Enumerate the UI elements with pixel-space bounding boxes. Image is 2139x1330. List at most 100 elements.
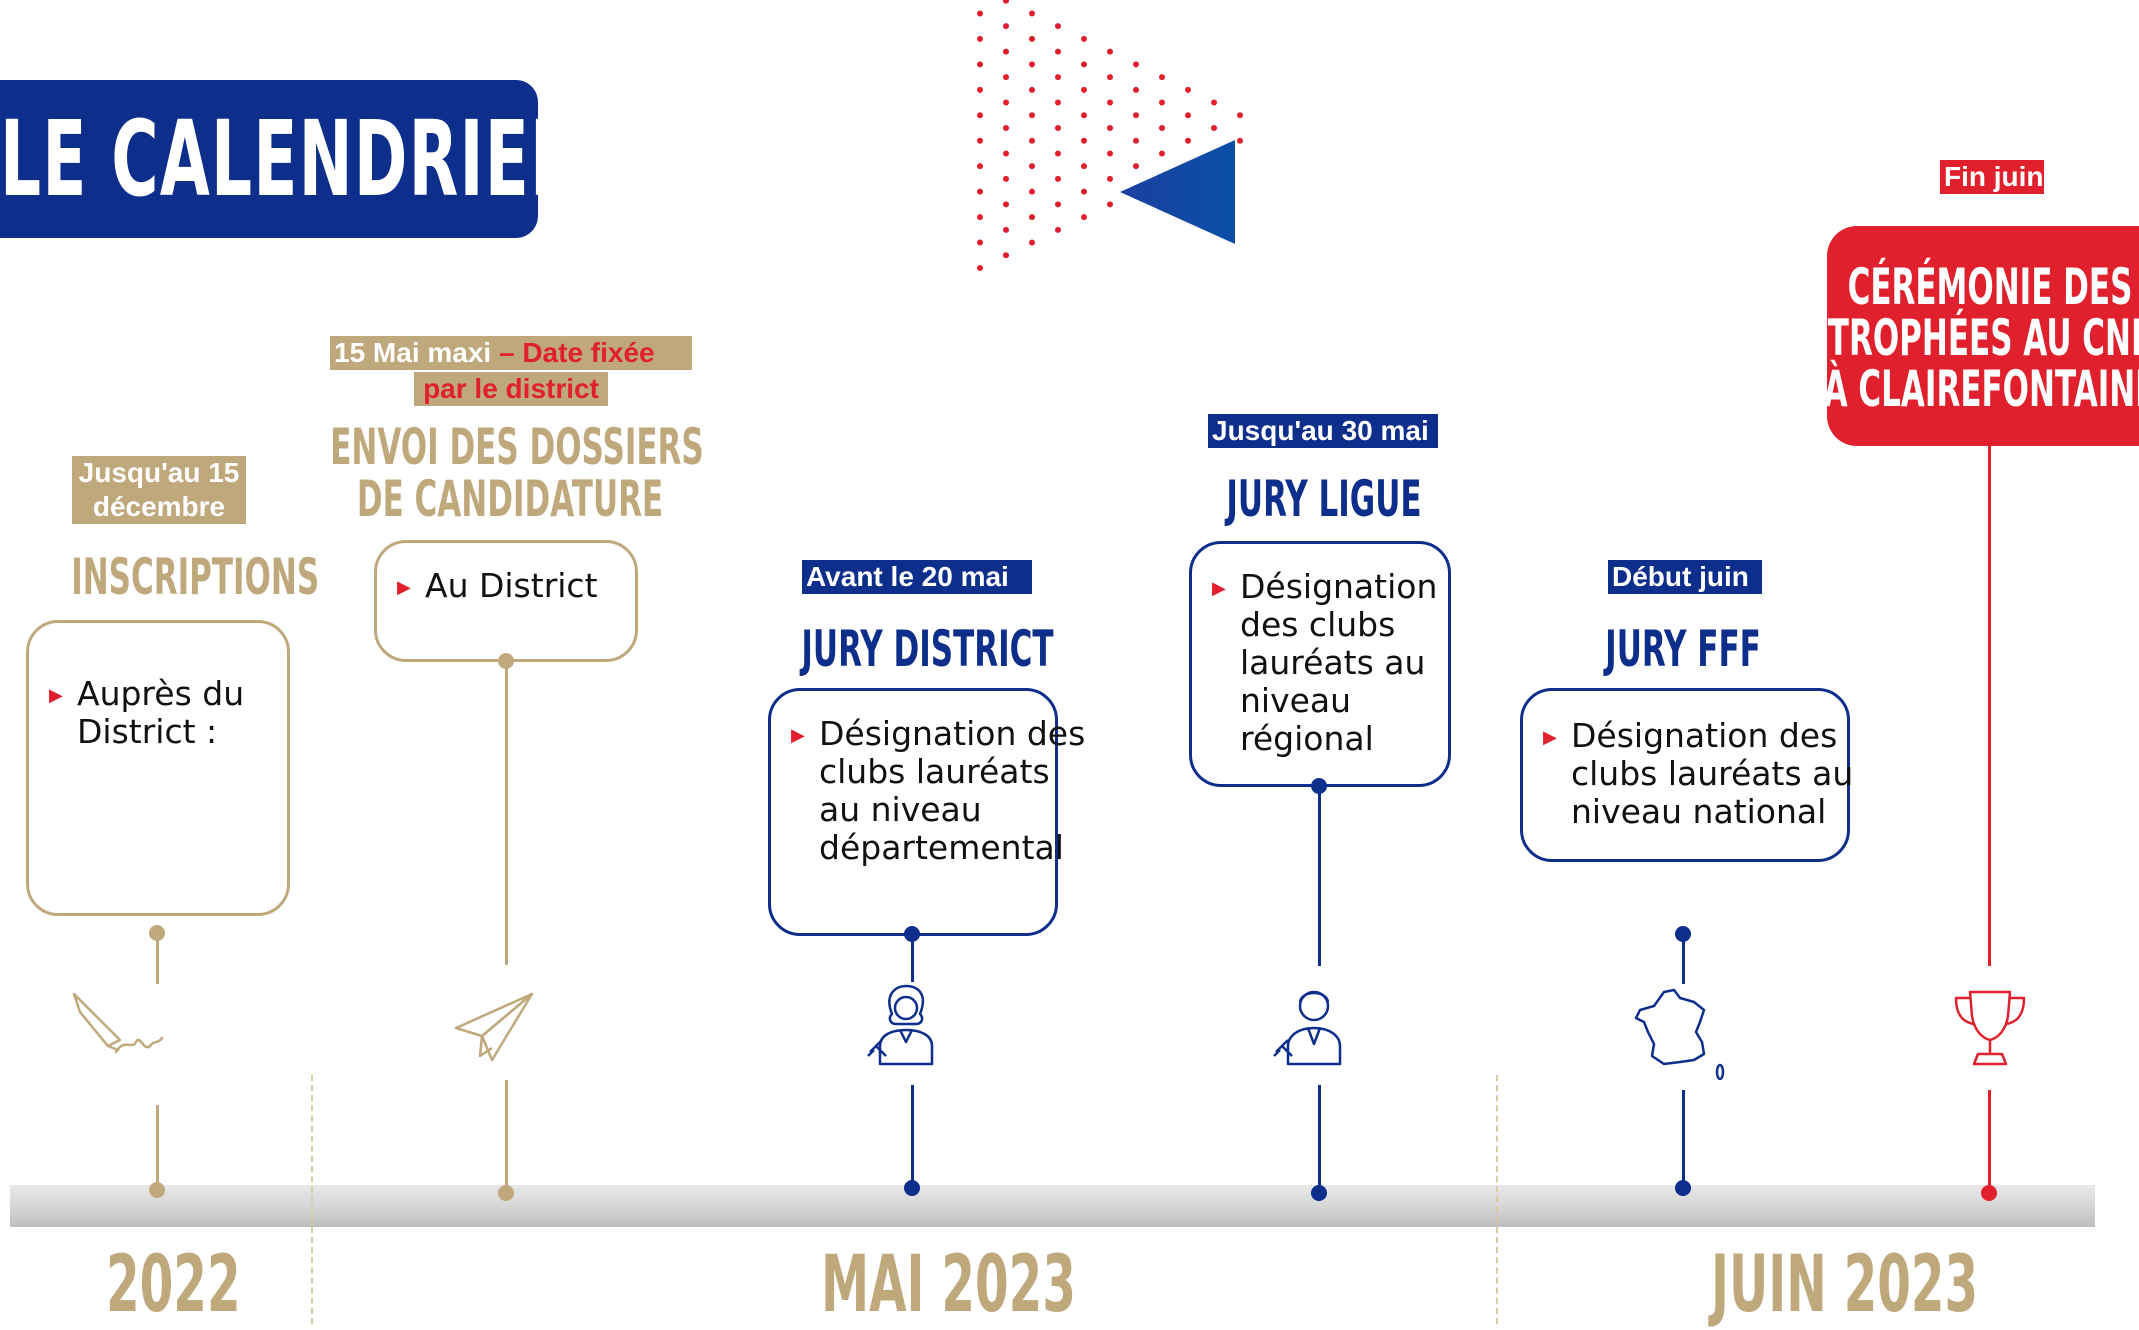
decorative-dot [1003,74,1009,81]
connector-line [156,932,159,984]
decorative-dot [1081,61,1087,68]
decorative-dot [1133,112,1139,119]
judge-woman-icon [867,984,934,1066]
stage-date-tag-line2: par le district [414,372,608,406]
decorative-dot [1003,48,1009,55]
decorative-dot [1133,61,1139,68]
stage-heading: JURY FFF [1605,620,1761,678]
stage-date-tag: Jusqu'au 15 décembre [72,456,246,524]
decorative-dot [1055,175,1061,182]
decorative-dot [1003,201,1009,208]
stage-date-tag: Jusqu'au 30 mai [1208,414,1438,448]
connector-line [911,1085,914,1185]
decorative-dot [1029,163,1035,170]
decorative-dot [1081,86,1087,93]
bullet-arrow-icon: ▶ [49,685,63,706]
connector-line [1682,934,1685,984]
decorative-dot [977,35,983,42]
timeline-dot [904,1180,920,1196]
stage-bullet: ▶Désignation des clubs lauréats au nivea… [1212,567,1438,758]
decorative-dot [977,10,983,17]
decorative-dot [1211,99,1217,106]
trophy-icon [1954,990,2026,1066]
decorative-dot [1003,0,1009,4]
decorative-dot [977,137,983,144]
decorative-dot [977,188,983,195]
decorative-dot [1107,48,1113,55]
decorative-dot [1029,35,1035,42]
title-banner [0,80,538,238]
decorative-dot [1107,175,1113,182]
decorative-dot [1133,137,1139,144]
stage-date-tag: Début juin [1608,560,1762,594]
timeline-bar [10,1185,2095,1227]
decorative-dot [1055,226,1061,233]
france-map-icon [1634,988,1725,1080]
decorative-dot [977,112,983,119]
decorative-dot [1029,188,1035,195]
decorative-dot [1003,23,1009,30]
connector-line [505,1080,508,1190]
timeline-dot [149,1182,165,1198]
connector-line [1318,1085,1321,1190]
decorative-dot [1055,48,1061,55]
decorative-dot [1159,99,1165,106]
decorative-dot [1237,112,1243,119]
judge-man-icon [1273,990,1342,1066]
decorative-dot [1055,125,1061,131]
decorative-dot [1107,150,1113,157]
decorative-dot [1029,239,1035,246]
decorative-dot [977,239,983,246]
connector-line [1682,1090,1685,1185]
decorative-dot [1133,163,1139,170]
decorative-dot [977,214,983,221]
connector-line [156,1105,159,1187]
timeline-dot [1981,1185,1997,1201]
decorative-dot [1159,150,1165,157]
stage-bullet: ▶Désignation des clubs lauréats au nivea… [791,714,1086,867]
connector-line [1988,446,1991,966]
decorative-dot [1029,86,1035,93]
decorative-dot [1029,137,1035,144]
stage-detail-box: ▶Au District [374,540,638,662]
decorative-dot [977,86,983,93]
decorative-dot [977,61,983,68]
stage-heading-line1: ENVOI DES DOSSIERS [330,418,704,476]
stage-heading: CÉRÉMONIE DES TROPHÉES AU CNF À CLAIREFO… [1823,258,2139,418]
connector-line [505,660,508,965]
decorative-dot [1107,99,1113,106]
ceremony-box [1827,226,2139,446]
decorative-dot [1185,86,1191,93]
bullet-arrow-icon: ▶ [1212,578,1226,599]
decorative-dot [1055,99,1061,106]
decorative-dot [1185,112,1191,119]
stage-date-tag: Fin juin [1940,160,2044,194]
decorative-dot [1081,137,1087,144]
decorative-dot [1029,214,1035,221]
bullet-arrow-icon: ▶ [791,725,805,746]
period-label-2022: 2022 [106,1240,241,1330]
decorative-dot [1081,214,1087,221]
decorative-dot [1003,150,1009,157]
bullet-arrow-icon: ▶ [397,577,411,598]
decorative-dot [1159,125,1165,131]
decorative-dot [1055,150,1061,157]
decorative-dot [1107,125,1113,131]
stage-detail-box: ▶Désignation des clubs lauréats au nivea… [1189,541,1451,787]
decorative-dot [1055,23,1061,30]
stage-date-tag: 15 Mai maxi – Date fixée [330,336,692,370]
decorative-dot [1211,125,1217,131]
connector-line [1318,786,1321,966]
stage-heading-line2: DE CANDIDATURE [356,470,664,528]
stage-detail-box: ▶Désignation des clubs lauréats au nivea… [768,688,1085,936]
stage-detail-box: ▶Auprès du District : [26,620,290,916]
stage-heading: INSCRIPTIONS [71,548,320,606]
decorative-dot [1107,201,1113,208]
stage-bullet: ▶Au District [397,566,598,605]
timeline-dot [1675,1180,1691,1196]
stage-detail-box: ▶Désignation des clubs lauréats au nivea… [1520,688,1853,862]
stage-heading: JURY DISTRICT [801,620,1054,678]
decorative-dot [1003,125,1009,131]
decorative-dot [977,265,983,271]
decorative-dot-triangle [977,0,1243,271]
